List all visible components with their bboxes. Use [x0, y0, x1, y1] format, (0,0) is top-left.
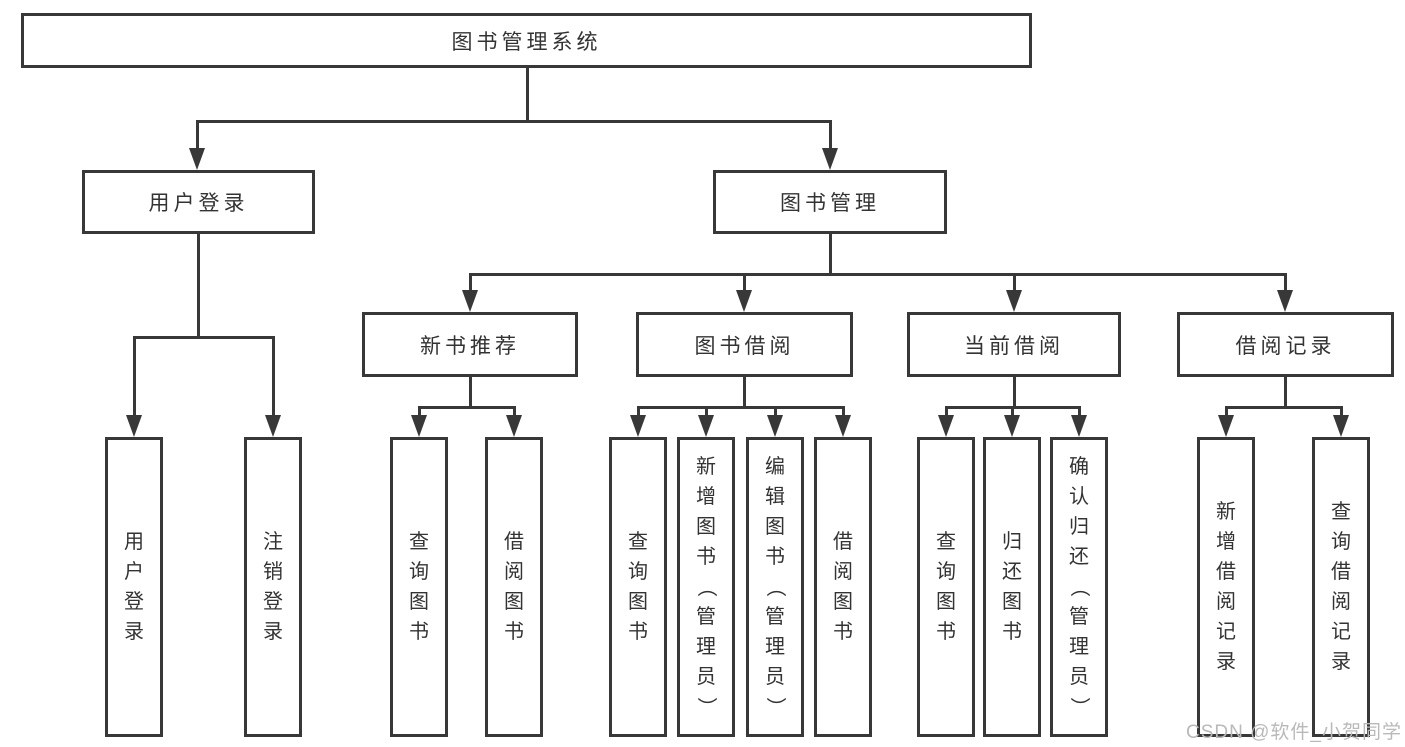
- connector-to-user-login: [195, 120, 199, 152]
- node-borrow-records: 借阅记录: [1177, 312, 1394, 377]
- leaf-label: 查询借阅记录: [1331, 501, 1351, 673]
- leaf-edit-book-admin: 编辑图书（管理员）: [746, 437, 804, 737]
- connector-leaf: [1010, 406, 1014, 420]
- connector-leaf: [417, 406, 421, 420]
- node-user-login: 用户登录: [82, 170, 315, 234]
- connector-to-current-borrow: [1012, 273, 1016, 293]
- leaf-query-books-current: 查询图书: [917, 437, 975, 737]
- connector-level3-bus: [468, 273, 1287, 276]
- connector-root-stem: [525, 68, 529, 123]
- leaf-label: 归还图书: [1002, 531, 1022, 643]
- arrowhead-borrow-records: [1277, 290, 1293, 312]
- leaf-logout: 注销登录: [244, 437, 302, 737]
- arrowhead-leaf: [506, 415, 522, 437]
- leaf-query-books-borrow: 查询图书: [609, 437, 667, 737]
- leaf-label: 用户登录: [124, 531, 144, 643]
- connector-user-login-bus: [132, 336, 275, 339]
- arrowhead-new-book: [462, 290, 478, 312]
- leaf-label: 新增图书（管理员）: [695, 456, 717, 717]
- connector-new-book-bus: [417, 406, 516, 409]
- leaf-add-book-admin: 新增图书（管理员）: [677, 437, 735, 737]
- leaf-borrow-books-recommend: 借阅图书: [485, 437, 543, 737]
- node-current-borrow: 当前借阅: [907, 312, 1121, 377]
- arrowhead-leaf: [835, 415, 851, 437]
- connector-leaf: [841, 406, 845, 420]
- connector-to-borrow-records: [1283, 273, 1287, 293]
- leaf-label: 编辑图书（管理员）: [764, 456, 786, 717]
- connector-user-login-stem: [196, 234, 200, 339]
- connector-book-borrow-bus: [636, 406, 845, 409]
- leaf-borrow-books: 借阅图书: [814, 437, 872, 737]
- connector-leaf: [636, 406, 640, 420]
- arrowhead-leaf-login: [126, 415, 142, 437]
- arrowhead-leaf: [767, 415, 783, 437]
- node-book-management: 图书管理: [713, 170, 947, 234]
- connector-leaf: [1077, 406, 1081, 420]
- leaf-user-login: 用户登录: [105, 437, 163, 737]
- leaf-label: 借阅图书: [504, 531, 524, 643]
- connector-new-book-stem: [468, 377, 472, 409]
- leaf-label: 注销登录: [263, 531, 283, 643]
- connector-current-borrow-stem: [1012, 377, 1016, 409]
- leaf-label: 确认归还（管理员）: [1068, 456, 1090, 717]
- connector-to-book-borrow: [742, 273, 746, 293]
- leaf-query-borrow-record: 查询借阅记录: [1312, 437, 1370, 737]
- connector-leaf: [1339, 406, 1343, 420]
- connector-leaf: [704, 406, 708, 420]
- arrowhead-leaf: [1071, 415, 1087, 437]
- arrowhead-leaf-logout: [265, 415, 281, 437]
- node-book-borrow: 图书借阅: [636, 312, 853, 377]
- arrowhead-leaf: [698, 415, 714, 437]
- csdn-watermark: CSDN @软件_小贺同学: [1186, 722, 1402, 743]
- node-new-book-recommend: 新书推荐: [362, 312, 578, 377]
- connector-to-leaf-login: [132, 336, 136, 420]
- connector-to-leaf-logout: [271, 336, 275, 420]
- connector-leaf: [944, 406, 948, 420]
- connector-level2-bus: [195, 120, 832, 123]
- connector-book-management-stem: [828, 234, 832, 276]
- connector-leaf: [773, 406, 777, 420]
- leaf-label: 查询图书: [409, 531, 429, 643]
- arrowhead-leaf: [1333, 415, 1349, 437]
- arrowhead-leaf: [630, 415, 646, 437]
- connector-leaf: [512, 406, 516, 420]
- arrowhead-user-login: [189, 148, 205, 170]
- connector-to-book-management: [828, 120, 832, 152]
- arrowhead-current-borrow: [1006, 290, 1022, 312]
- leaf-query-books-recommend: 查询图书: [390, 437, 448, 737]
- leaf-label: 新增借阅记录: [1216, 501, 1236, 673]
- leaf-label: 借阅图书: [833, 531, 853, 643]
- leaf-confirm-return-admin: 确认归还（管理员）: [1050, 437, 1108, 737]
- arrowhead-leaf: [938, 415, 954, 437]
- leaf-return-book: 归还图书: [983, 437, 1041, 737]
- arrowhead-book-borrow: [736, 290, 752, 312]
- leaf-label: 查询图书: [936, 531, 956, 643]
- leaf-add-borrow-record: 新增借阅记录: [1197, 437, 1255, 737]
- connector-to-new-book: [468, 273, 472, 293]
- connector-book-borrow-stem: [742, 377, 746, 409]
- leaf-label: 查询图书: [628, 531, 648, 643]
- node-library-system: 图书管理系统: [21, 13, 1032, 68]
- arrowhead-book-management: [822, 148, 838, 170]
- connector-borrow-records-bus: [1224, 406, 1343, 409]
- connector-leaf: [1224, 406, 1228, 420]
- arrowhead-leaf: [1004, 415, 1020, 437]
- connector-borrow-records-stem: [1283, 377, 1287, 409]
- arrowhead-leaf: [1218, 415, 1234, 437]
- arrowhead-leaf: [411, 415, 427, 437]
